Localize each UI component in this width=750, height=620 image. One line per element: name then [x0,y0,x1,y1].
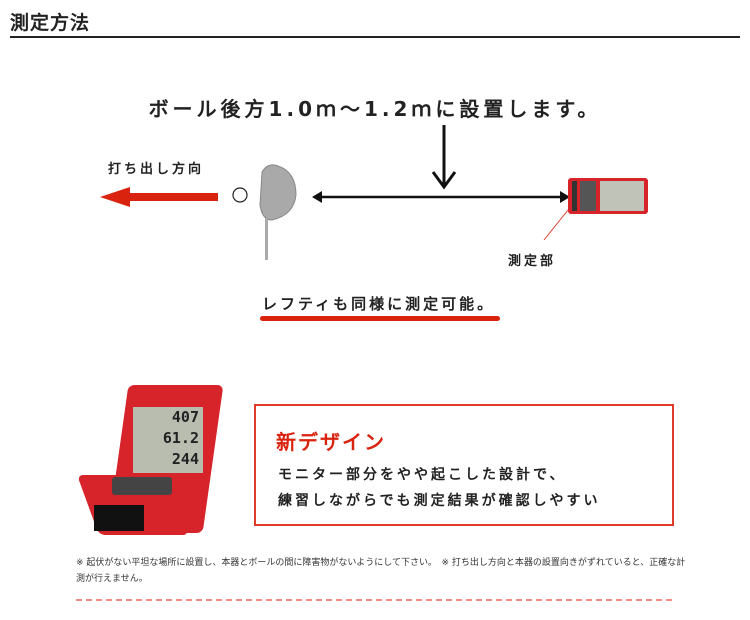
down-arrow-icon [431,125,457,190]
lefty-note: レフティも同様に測定可能。 [262,295,496,313]
distance-arrow-icon [312,191,570,203]
measurement-diagram [100,125,648,260]
feature-box: 新デザイン モニター部分をやや起こした設計で、 練習しながらでも測定結果が確認し… [254,404,674,526]
golf-club-icon [259,164,297,260]
title-divider [10,36,740,38]
display-value: 61.2 [162,429,199,447]
launch-arrow-icon [100,187,218,207]
lefty-underline [260,316,500,321]
feature-description: 練習しながらでも測定結果が確認しやすい [278,493,601,509]
feature-description: モニター部分をやや起こした設計で、 [278,467,567,483]
sensor-device-icon [568,178,648,214]
caution-note: ※ 起伏がない平坦な場所に設置し、本器とボールの間に障害物がないようにして下さい… [76,558,686,584]
launch-direction-label: 打ち出し方向 [108,162,205,177]
section-title: 測定方法 [10,12,91,34]
placement-headline: ボール後方1.0ｍ～1.2ｍに設置します。 [148,97,602,121]
ball-icon [232,187,248,203]
device-photo: 407 61.2 244 [77,385,238,540]
sensor-label: 測定部 [508,254,557,269]
feature-title: 新デザイン [276,430,386,454]
sensor-pointer-line [543,209,569,241]
display-value: 244 [171,450,199,468]
dashed-divider [76,599,672,601]
display-value: 407 [171,408,199,426]
